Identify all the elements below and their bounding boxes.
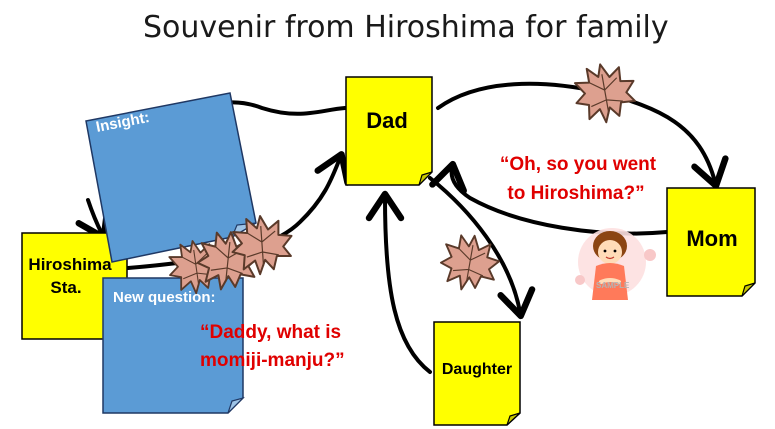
quote-mom: “Oh, so you went to Hiroshima?” [500,154,657,204]
node-daughter: Daughter [434,322,520,425]
maple-leaf-icon [437,231,503,295]
node-daughter-label: Daughter [442,361,512,378]
quote-mom-line1: “Oh, so you went [500,154,657,175]
person-icon: SAMPLE [575,228,656,300]
arrow-daughter-to-dad [385,198,430,372]
quote-mom-line2: to Hiroshima?” [507,183,644,204]
node-mom: Mom [667,188,755,296]
node-mom-label: Mom [686,226,737,251]
node-dad-label: Dad [366,108,408,133]
arrow-card-to-station [88,200,102,234]
card-new-question: New question: [103,278,243,413]
watermark-sample: SAMPLE [596,281,630,290]
card-new-question-label: New question: [113,289,216,306]
node-dad: Dad [346,77,432,185]
quote-daughter-line2: momiji-manju?” [200,350,345,371]
node-station-label-1: Hiroshima [28,255,112,274]
node-station-label-2: Sta. [50,278,81,297]
quote-daughter-line1: “Daddy, what is [200,322,341,343]
maple-leaf-icon [571,59,640,127]
